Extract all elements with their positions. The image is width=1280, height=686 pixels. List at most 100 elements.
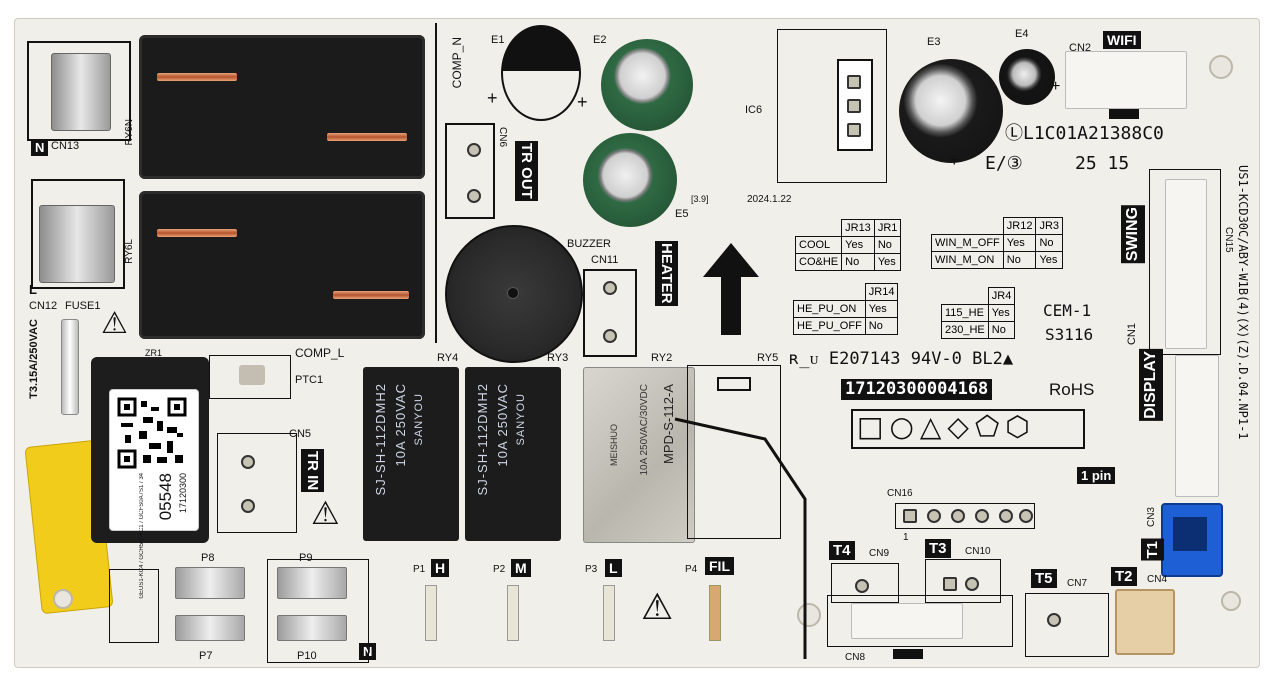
ry3-brand: SANYOU [515,393,527,446]
t3-label: T3 [925,539,951,558]
cn16-pin-3 [951,509,965,523]
cn8-key [893,649,923,659]
l2-label: L [605,559,622,577]
display-label: DISPLAY [1139,349,1163,421]
pcb-code: ⓁL1C01A21388C0 [1005,123,1164,144]
pin-p1 [425,585,437,641]
ry4-text-1: SJ-SH-112DMH2 [373,383,388,496]
cn4-connector [1115,589,1175,655]
e3-plus: + [949,150,960,170]
fuse-body [61,319,79,415]
recycle-shapes: □○△◇⬠⬡ [857,410,1036,443]
cn8-outline [827,595,1013,647]
jr12-header: JR12 [1002,217,1037,235]
e4-plus: + [1051,78,1061,95]
buzzer-hole [507,287,519,299]
wifi-label: WIFI [1103,31,1141,49]
cn15-outline [1149,169,1221,355]
jr14-off: No [864,317,899,335]
hv-warning-icon-3: ⚠ [641,586,674,627]
serial-label: 17120300004168 [841,379,993,400]
relay-ry6n-contact-a [157,73,237,81]
cn16-pin-6 [1019,509,1033,523]
cn9-pin [855,579,869,593]
relay-ry6n-contact-b [327,133,407,141]
e5-label: E5 [675,208,689,220]
win-m-off-label: WIN_M_OFF [931,234,1004,252]
p3-label: P3 [585,564,598,575]
cn16-pin-2 [927,509,941,523]
t1-label: T1 [1141,539,1164,561]
115-he-label: 115_HE [941,304,989,322]
terminal-block-outline-2 [267,559,369,663]
mount-hole-3 [1221,591,1241,611]
cn12-label: CN12 [29,300,58,312]
date-label: 2024.1.22 [747,194,792,205]
ry2-text-2: 10A 250VAC/30VDC [639,384,650,476]
ptc1-label: PTC1 [295,374,324,386]
buzzer-label: BUZZER [567,238,611,250]
ry2-brand: MEISHUO [609,424,619,467]
cn15-connector [1165,179,1207,349]
s3116-label: S3116 [1045,325,1094,344]
jr14-header: JR14 [864,283,899,301]
he-pu-off-label: HE_PU_OFF [793,317,866,335]
cn6-outline [445,123,495,219]
cn8-connector [851,603,963,639]
jr3-on: Yes [1035,251,1064,269]
cn13-label: CN13 [51,140,80,152]
relay-ry4: SJ-SH-112DMH2 10A 250VAC SANYOU [363,367,459,541]
ic6-outline [777,29,887,183]
cn16-outline [895,503,1035,529]
230-he-label: 230_HE [941,321,989,339]
comp-n-label: COMP_N [450,37,464,89]
ic6-pin-2 [847,99,861,113]
relay-ry6n [139,35,425,179]
cn10-pin-1 [943,577,957,591]
cn12-outline [31,179,125,289]
jr4-230: No [987,321,1016,339]
rohs-label: RoHS [1049,380,1095,399]
ry5-coil-symbol [717,377,751,391]
jr3-header: JR3 [1035,217,1064,235]
cn7-outline [1025,593,1109,657]
cn2-key [1109,109,1139,119]
pcb-code-text: L1C01A21388C0 [1023,123,1164,144]
jr13-header: JR13 [841,219,875,237]
code-39: [3.9] [691,194,709,204]
ry5-outline [687,365,781,539]
t4-label: T4 [829,541,855,560]
jr12-on: No [1002,251,1037,269]
terminal-p8 [175,567,245,599]
up-arrow-icon [703,243,759,335]
cn6-pin-1 [467,143,481,157]
mount-hole-1 [1209,55,1233,79]
ic6-pin-1 [847,75,861,89]
comp-n-trace [435,23,437,343]
cn13-terminal [51,53,111,131]
e1-label: E1 [491,34,505,46]
qr-number-small: 17120300 [178,473,188,514]
cn9-label: CN9 [869,548,890,559]
ry4-brand: SANYOU [413,393,425,446]
p8-label: P8 [201,552,215,564]
n-top-label: N [31,139,49,156]
ry4-label: RY4 [437,352,459,364]
cn10-outline [925,559,1001,603]
cn5-label: CN5 [289,428,312,440]
capacitor-e3 [899,59,1003,163]
relay-ry6l [139,191,425,339]
qr-number-large: 05548 [156,473,175,521]
ic6-pin-3 [847,123,861,137]
tr-out-label: TR OUT [515,141,538,201]
fuse1-label: FUSE1 [65,300,101,312]
ry3-label: RY3 [547,352,569,364]
terminal-p7 [175,615,245,641]
l-label: L [29,282,37,297]
e1-plus: + [487,88,498,108]
date-code: 25 15 [1075,153,1130,174]
relay-ry6l-contact-b [333,291,409,299]
cn16-pin-4 [975,509,989,523]
